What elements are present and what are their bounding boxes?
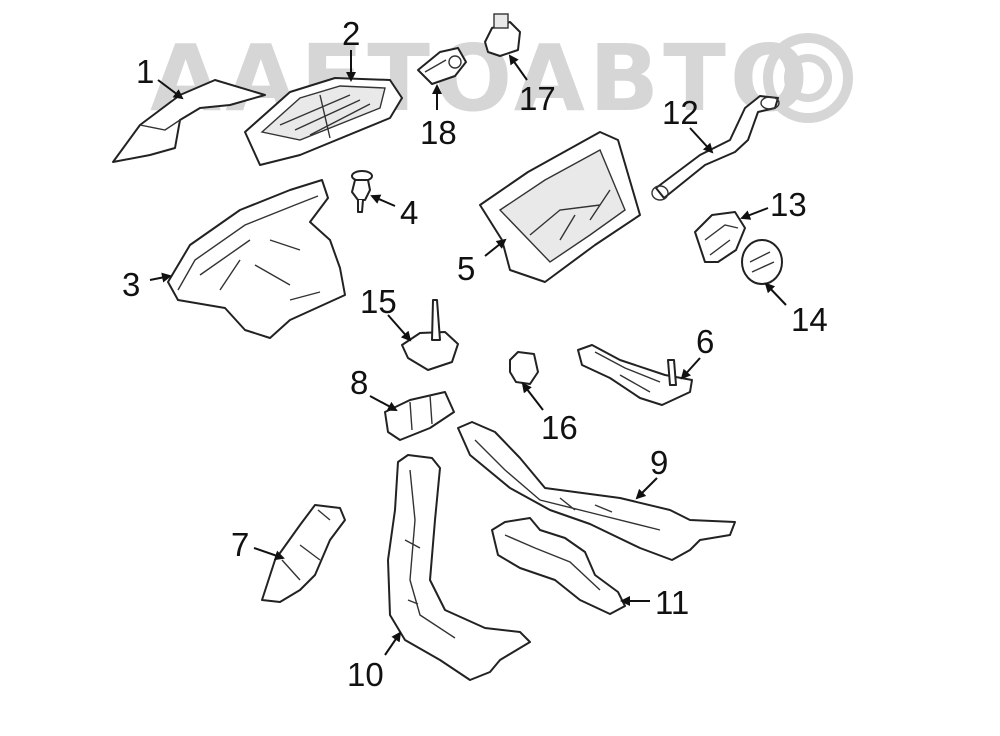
callout-7: 7 [231,526,249,563]
callout-11: 11 [655,584,689,621]
callout-18: 18 [420,114,457,151]
leader-12 [689,127,714,154]
callout-12: 12 [662,94,699,131]
callout-labels: 1 2 3 4 5 6 7 8 9 10 11 12 13 14 15 16 1… [122,15,828,693]
watermark: AAETOABTO [150,25,853,132]
callout-6: 6 [696,323,714,360]
part-3-air-duct-housing [167,179,346,339]
leader-8 [369,395,398,411]
part-13-cover [694,211,746,263]
leader-7 [253,547,285,561]
callout-5: 5 [457,250,475,287]
part-7-support [261,504,346,603]
part-14-cap [741,239,783,285]
callout-9: 9 [650,444,668,481]
callout-2: 2 [342,15,360,52]
leader-3 [149,272,172,283]
part-6-bracket [577,344,693,406]
leader-16 [521,382,544,411]
callout-16: 16 [541,409,578,446]
callout-17: 17 [519,80,556,117]
watermark-ring-icon [763,33,853,123]
callout-3: 3 [122,266,140,303]
callout-1: 1 [136,53,154,90]
leader-9 [635,477,658,500]
part-10-rear-duct [387,454,531,681]
part-9-floor-duct [457,421,736,561]
part-5-duct-box [479,131,641,283]
callout-13: 13 [770,186,807,223]
part-12-hose [651,95,780,201]
leader-13 [740,207,769,220]
leader-1 [157,79,184,100]
leader-5 [484,238,507,257]
leader-4 [370,194,396,207]
part-8-connector [384,391,455,441]
leader-15 [387,314,412,342]
part-4-clip [351,170,373,213]
callout-10: 10 [347,656,384,693]
part-1-duct-panel [112,79,266,163]
watermark-text: AAETOABTO [150,25,812,132]
watermark-inner-ring-icon [784,54,832,102]
leader-6 [680,357,701,380]
callout-8: 8 [350,364,368,401]
leader-lines [149,50,787,656]
leader-14 [764,282,787,306]
callout-4: 4 [400,194,418,231]
leader-17 [508,54,528,81]
leader-10 [384,631,402,656]
part-16-grommet [509,351,539,385]
part-17-sensor [484,13,521,57]
part-15-actuator [401,299,459,371]
part-2-filter-grille [244,77,403,166]
callout-14: 14 [791,301,828,338]
part-11-side-duct [491,517,626,615]
callout-15: 15 [360,283,397,320]
